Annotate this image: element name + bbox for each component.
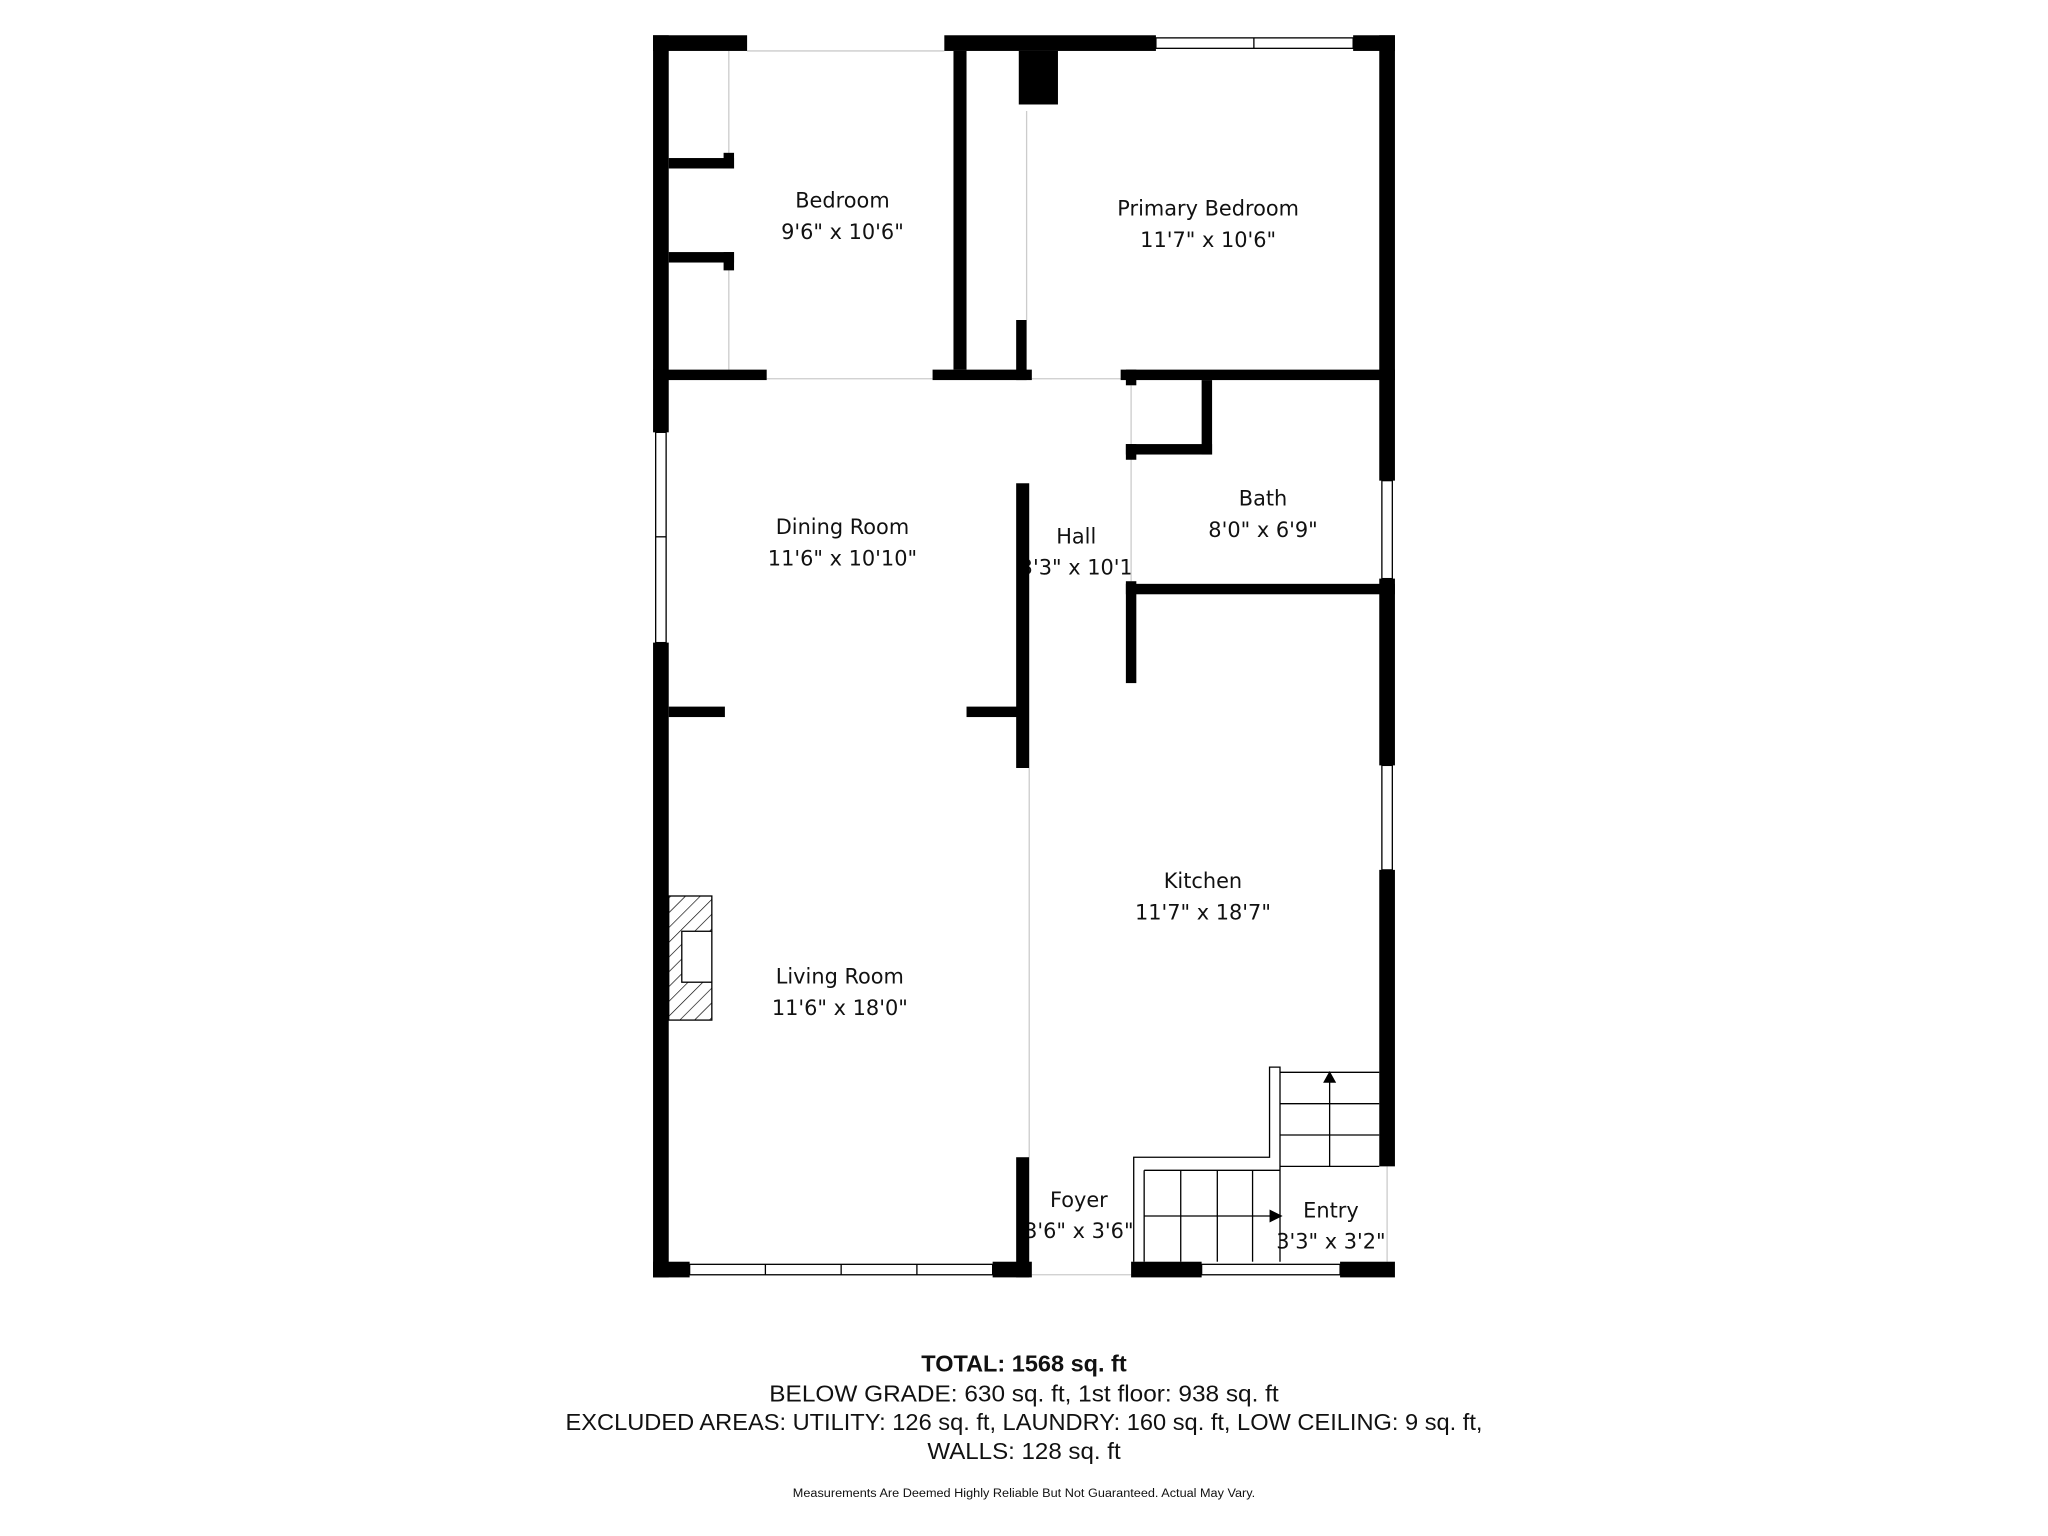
room-name: Entry [1303, 1198, 1359, 1222]
room-dims: 3'3" x 3'2" [1276, 1230, 1385, 1254]
room-hall: Hall 3'3" x 10'1 [1020, 524, 1133, 579]
windows [655, 37, 1393, 1276]
room-name: Primary Bedroom [1117, 197, 1299, 221]
room-name: Kitchen [1164, 869, 1242, 893]
room-name: Living Room [776, 965, 904, 989]
room-dims: 3'3" x 10'1 [1020, 556, 1133, 580]
room-living-room: Living Room 11'6" x 18'0" [772, 965, 908, 1020]
total-area: TOTAL: 1568 sq. ft [921, 1350, 1127, 1376]
walls [653, 35, 1395, 1278]
room-name: Foyer [1050, 1188, 1108, 1212]
room-dims: 11'6" x 18'0" [772, 996, 908, 1020]
room-name: Dining Room [776, 515, 909, 539]
room-dims: 11'7" x 18'7" [1135, 901, 1271, 925]
area-summary: TOTAL: 1568 sq. ft BELOW GRADE: 630 sq. … [566, 1350, 1483, 1499]
room-foyer: Foyer 3'6" x 3'6" [1024, 1188, 1133, 1243]
room-name: Bath [1239, 486, 1288, 510]
room-dims: 11'7" x 10'6" [1140, 228, 1276, 252]
room-labels: Bedroom 9'6" x 10'6" Primary Bedroom 11'… [768, 189, 1386, 1254]
room-dining-room: Dining Room 11'6" x 10'10" [768, 515, 917, 570]
fireplace [668, 895, 713, 1021]
disclaimer: Measurements Are Deemed Highly Reliable … [793, 1487, 1255, 1500]
excluded-areas: EXCLUDED AREAS: UTILITY: 126 sq. ft, LAU… [566, 1409, 1483, 1435]
stairs [1133, 1066, 1380, 1262]
room-dims: 3'6" x 3'6" [1024, 1219, 1133, 1243]
room-name: Bedroom [795, 189, 889, 213]
room-bath: Bath 8'0" x 6'9" [1208, 486, 1317, 541]
room-dims: 11'6" x 10'10" [768, 547, 917, 571]
room-kitchen: Kitchen 11'7" x 18'7" [1135, 869, 1271, 924]
room-dims: 9'6" x 10'6" [781, 220, 904, 244]
stair-arrow-icon [1323, 1071, 1337, 1083]
stair-arrow-icon [1269, 1209, 1283, 1223]
below-grade-area: BELOW GRADE: 630 sq. ft, 1st floor: 938 … [769, 1380, 1279, 1406]
room-dims: 8'0" x 6'9" [1208, 518, 1317, 542]
room-name: Hall [1056, 524, 1096, 548]
room-primary-bedroom: Primary Bedroom 11'7" x 10'6" [1117, 197, 1299, 252]
room-bedroom: Bedroom 9'6" x 10'6" [781, 189, 904, 244]
openings [728, 50, 1388, 1276]
walls-area: WALLS: 128 sq. ft [927, 1438, 1121, 1464]
room-entry: Entry 3'3" x 3'2" [1276, 1198, 1385, 1253]
